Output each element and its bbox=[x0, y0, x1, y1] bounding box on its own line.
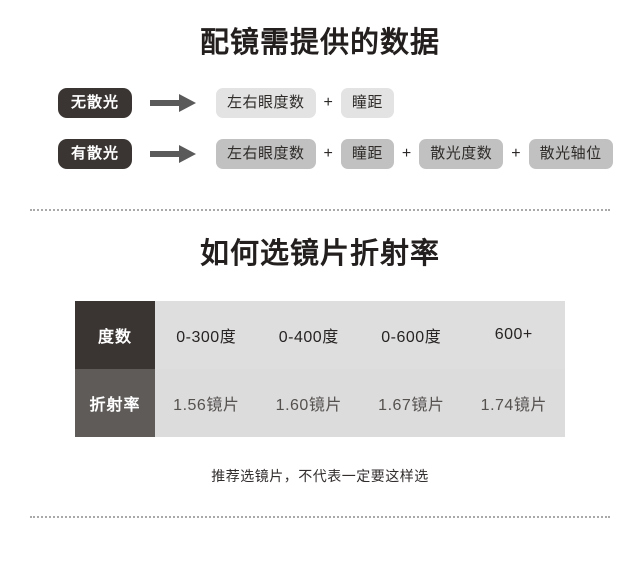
requirement-tag: 散光度数 bbox=[419, 139, 504, 169]
table-cell: 0-400度 bbox=[257, 301, 360, 369]
plus-separator: + bbox=[323, 94, 333, 111]
plus-separator: + bbox=[323, 145, 333, 162]
plus-separator: + bbox=[511, 145, 521, 162]
requirement-tag: 左右眼度数 bbox=[216, 88, 316, 118]
requirement-tag: 瞳距 bbox=[340, 88, 394, 118]
condition-badge-with-astigmatism: 有散光 bbox=[58, 139, 133, 169]
requirement-row: 无散光 左右眼度数 + 瞳距 bbox=[58, 88, 394, 118]
requirement-row: 有散光 左右眼度数 + 瞳距 + 散光度数 + 散光轴位 bbox=[58, 139, 613, 169]
table-cell: 0-300度 bbox=[155, 301, 258, 369]
requirement-tag: 散光轴位 bbox=[528, 139, 613, 169]
table-cell: 0-600度 bbox=[360, 301, 463, 369]
table-cell: 1.56镜片 bbox=[155, 369, 258, 437]
table-footnote: 推荐选镜片，不代表一定要这样选 bbox=[211, 468, 429, 484]
table-cell: 1.67镜片 bbox=[360, 369, 463, 437]
arrow-right-icon bbox=[150, 94, 197, 112]
table-row-label: 折射率 bbox=[75, 369, 155, 437]
table-row: 度数 0-300度 0-400度 0-600度 600+ bbox=[75, 301, 565, 369]
arrow-right-icon bbox=[150, 145, 197, 163]
table-row: 折射率 1.56镜片 1.60镜片 1.67镜片 1.74镜片 bbox=[75, 369, 565, 437]
condition-badge-no-astigmatism: 无散光 bbox=[58, 88, 133, 118]
section-two-title: 如何选镜片折射率 bbox=[199, 238, 440, 270]
table-row-label: 度数 bbox=[75, 301, 155, 369]
table-cell: 1.74镜片 bbox=[462, 369, 565, 437]
table-cell: 600+ bbox=[462, 301, 565, 369]
requirement-tag: 瞳距 bbox=[340, 139, 394, 169]
requirement-tag-list: 左右眼度数 + 瞳距 + 散光度数 + 散光轴位 bbox=[216, 139, 613, 169]
requirement-tag-list: 左右眼度数 + 瞳距 bbox=[216, 88, 394, 118]
section-divider-top bbox=[30, 209, 610, 212]
lens-index-table: 度数 0-300度 0-400度 0-600度 600+ 折射率 1.56镜片 … bbox=[75, 301, 565, 437]
plus-separator: + bbox=[401, 145, 412, 162]
requirement-tag: 左右眼度数 bbox=[216, 139, 316, 169]
section-divider-bottom bbox=[30, 516, 610, 519]
table-cell: 1.60镜片 bbox=[257, 369, 360, 437]
section-one-title: 配镜需提供的数据 bbox=[199, 27, 440, 59]
